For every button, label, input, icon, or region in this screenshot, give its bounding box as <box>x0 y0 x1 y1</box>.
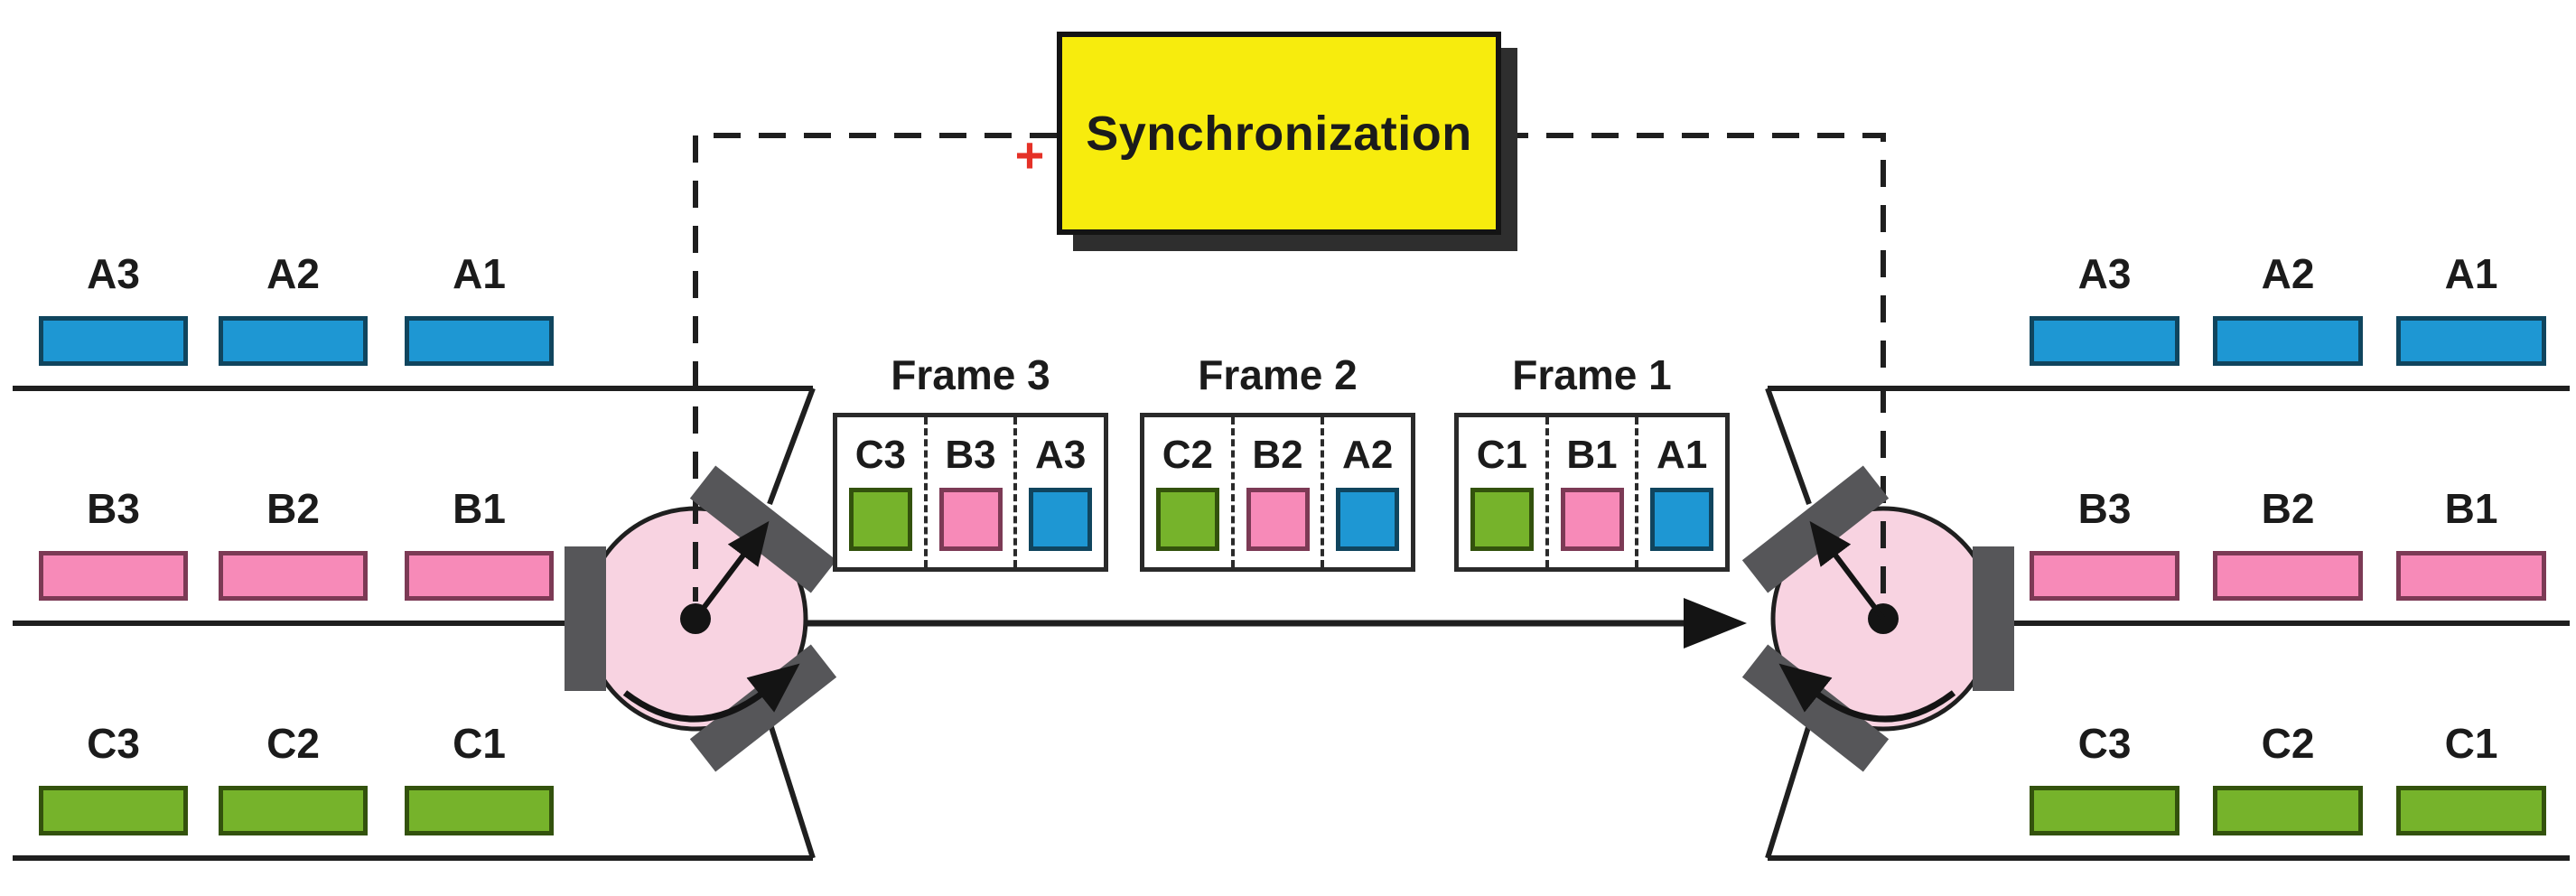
slot-label-left-C3: C3 <box>87 720 140 767</box>
frame-cell-label-A3: A3 <box>1035 433 1087 477</box>
slot-right-C3 <box>2030 786 2179 835</box>
slot-left-B2 <box>219 551 368 601</box>
frame-cell-label-A1: A1 <box>1657 433 1708 477</box>
frame-title-1: Frame 1 <box>1512 351 1672 398</box>
demux-pointer-arrow-icon <box>1809 520 1886 621</box>
slot-right-A3 <box>2030 316 2179 366</box>
frame-cell-A1: A1 <box>1635 417 1725 567</box>
synchronization-label: Synchronization <box>1086 106 1472 161</box>
slot-label-right-B3: B3 <box>2077 485 2132 532</box>
synchronization-box: Synchronization <box>1057 32 1501 235</box>
slot-label-right-C3: C3 <box>2077 720 2132 767</box>
mux-rotation-arrow-icon <box>622 663 800 723</box>
slot-right-B2 <box>2213 551 2363 601</box>
frame-box-3: C3 B3 A3 <box>833 413 1108 572</box>
funnel-slant-left-top <box>767 387 816 506</box>
slot-label-right-C1: C1 <box>2444 720 2498 767</box>
sync-plus-sign: + <box>1014 126 1045 183</box>
slot-label-left-B1: B1 <box>453 485 506 532</box>
funnel-slant-left-bottom <box>768 723 816 859</box>
frame-cell-label-C2: C2 <box>1162 433 1213 477</box>
slot-left-C2 <box>219 786 368 835</box>
frame-cell-B2: B2 <box>1230 417 1321 567</box>
slot-left-A2 <box>219 316 368 366</box>
slot-left-A3 <box>39 316 188 366</box>
slot-right-A1 <box>2396 316 2546 366</box>
funnel-slant-right-bottom <box>1765 723 1812 859</box>
slot-label-right-C2: C2 <box>2261 720 2315 767</box>
funnel-slant-right-top <box>1765 387 1812 506</box>
frame-cell-C2: C2 <box>1144 417 1231 567</box>
slot-right-B1 <box>2396 551 2546 601</box>
frame-cell-label-C1: C1 <box>1476 433 1527 477</box>
sync-dashed-line-left <box>693 133 1057 602</box>
frame-cell-square-B3 <box>938 488 1003 551</box>
slot-label-right-A1: A1 <box>2444 250 2498 297</box>
slot-left-A1 <box>405 316 554 366</box>
frame-cell-square-A2 <box>1336 488 1400 551</box>
slot-left-B3 <box>39 551 188 601</box>
slot-right-A2 <box>2213 316 2363 366</box>
slot-right-C2 <box>2213 786 2363 835</box>
slot-label-right-A3: A3 <box>2077 250 2132 297</box>
sync-dashed-line-right <box>1501 133 1886 602</box>
frame-cell-square-A3 <box>1029 488 1093 551</box>
mux-pointer-arrow-icon <box>693 520 770 621</box>
frame-cell-A2: A2 <box>1321 417 1411 567</box>
frame-cell-A3: A3 <box>1013 417 1104 567</box>
frame-cell-square-C1 <box>1470 488 1534 551</box>
frame-cell-C3: C3 <box>837 417 924 567</box>
mux-contact-left <box>565 546 606 691</box>
frame-cell-square-A1 <box>1650 488 1714 551</box>
slot-label-left-C2: C2 <box>266 720 320 767</box>
frame-cell-label-A2: A2 <box>1342 433 1394 477</box>
frame-cell-B1: B1 <box>1545 417 1636 567</box>
frame-cell-C1: C1 <box>1459 417 1545 567</box>
slot-label-left-A2: A2 <box>266 250 320 297</box>
slot-right-B3 <box>2030 551 2179 601</box>
slot-left-B1 <box>405 551 554 601</box>
slot-label-left-B3: B3 <box>87 485 140 532</box>
slot-label-left-A3: A3 <box>87 250 140 297</box>
slot-left-C1 <box>405 786 554 835</box>
frame-cell-label-B1: B1 <box>1566 433 1618 477</box>
slot-label-left-B2: B2 <box>266 485 320 532</box>
frame-title-2: Frame 2 <box>1198 351 1358 398</box>
frame-cell-square-B2 <box>1246 488 1310 551</box>
frame-box-1: C1 B1 A1 <box>1454 413 1730 572</box>
slot-right-C1 <box>2396 786 2546 835</box>
frame-cell-square-B1 <box>1560 488 1624 551</box>
frame-cell-square-C3 <box>848 488 912 551</box>
frame-cell-label-B2: B2 <box>1252 433 1303 477</box>
slot-left-C3 <box>39 786 188 835</box>
slot-label-right-B2: B2 <box>2261 485 2315 532</box>
demux-contact-right <box>1973 546 2014 691</box>
frame-title-3: Frame 3 <box>891 351 1050 398</box>
frame-cell-label-C3: C3 <box>854 433 906 477</box>
slot-label-right-B1: B1 <box>2444 485 2498 532</box>
frame-box-2: C2 B2 A2 <box>1140 413 1415 572</box>
frame-cell-square-C2 <box>1155 488 1219 551</box>
demux-rotation-arrow-icon <box>1778 663 1956 723</box>
slot-label-left-A1: A1 <box>453 250 506 297</box>
slot-label-right-A2: A2 <box>2261 250 2315 297</box>
frame-cell-label-B3: B3 <box>945 433 996 477</box>
frame-cell-B3: B3 <box>923 417 1014 567</box>
slot-label-left-C1: C1 <box>453 720 506 767</box>
